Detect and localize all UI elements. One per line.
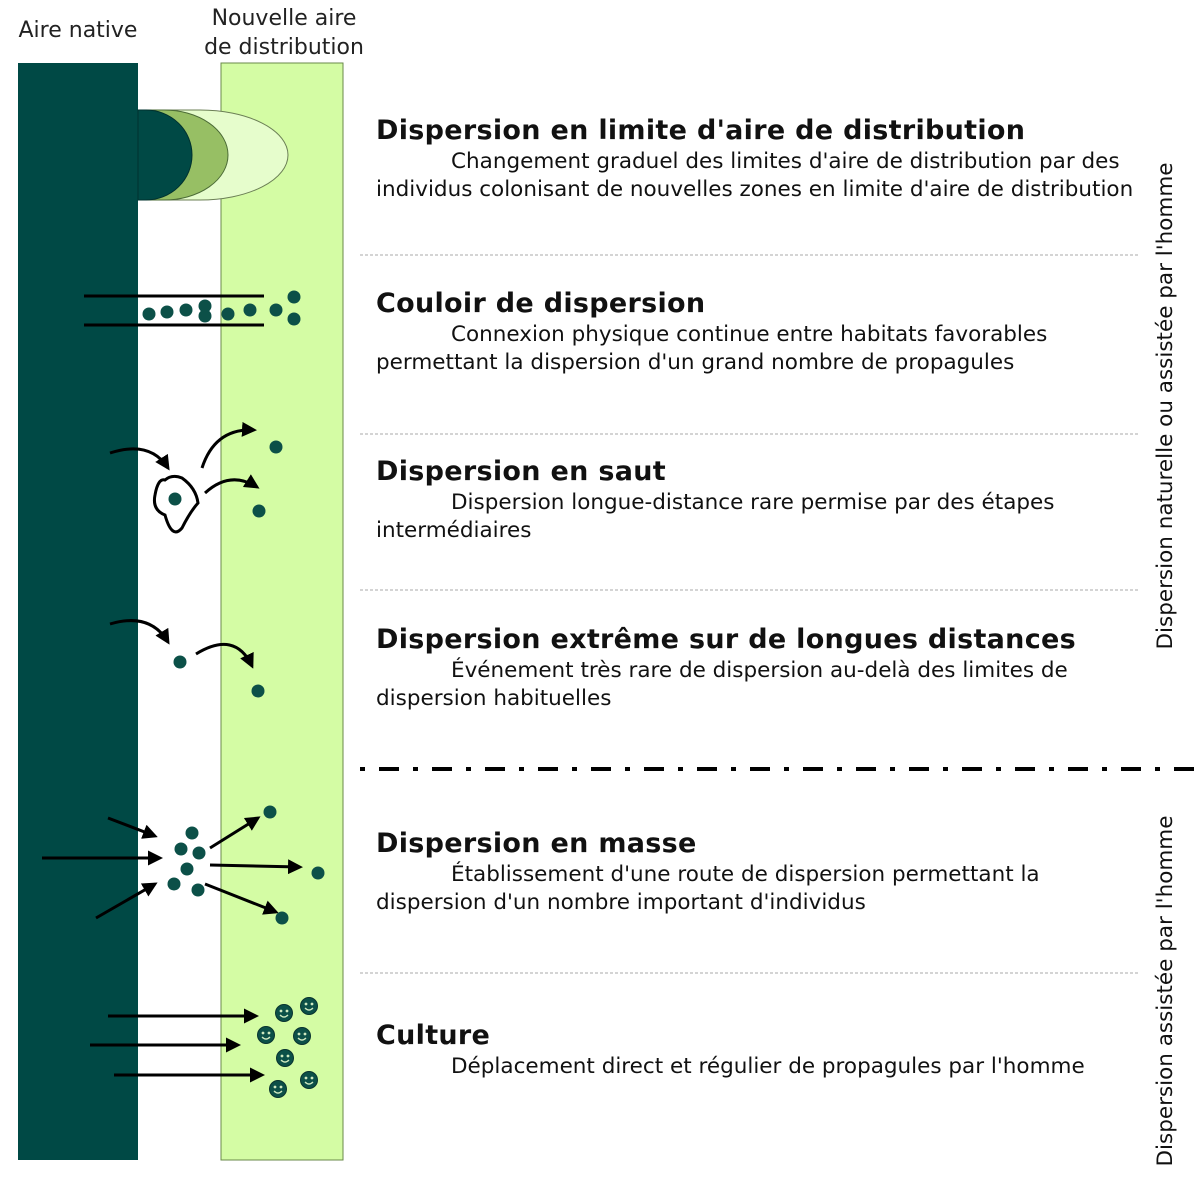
new-area-label-line1: Nouvelle aire: [211, 6, 357, 31]
smiley-propagule: [269, 1080, 287, 1098]
smiley-propagule: [257, 1026, 275, 1044]
smiley-propagule: [300, 1071, 318, 1089]
mode-description: Connexion physique continue entre habita…: [376, 322, 1048, 375]
mode-title: Dispersion en saut: [376, 456, 666, 487]
mode-mass-dispersal: Dispersion en masse Établissement d'une …: [376, 827, 1146, 916]
mode-description: Dispersion longue-distance rare permise …: [376, 490, 1055, 543]
mode-title: Dispersion extrême sur de longues distan…: [376, 624, 1076, 655]
mode-description: Changement graduel des limites d'aire de…: [376, 149, 1134, 202]
mode-description: Déplacement direct et régulier de propag…: [451, 1054, 1085, 1079]
mode-range-expansion: Dispersion en limite d'aire de distribut…: [376, 114, 1146, 203]
mode-extreme-long-distance: Dispersion extrême sur de longues distan…: [376, 623, 1146, 712]
mass-dispersal-icon: [42, 805, 325, 925]
stepping-stone-icon: [109, 421, 283, 534]
new-area-label: Nouvelle aire de distribution: [184, 4, 384, 62]
cultivated-propagules-icon: [90, 997, 318, 1098]
native-area-bar: [18, 63, 138, 1160]
mode-description: Événement très rare de dispersion au-del…: [376, 658, 1068, 711]
mode-title: Couloir de dispersion: [376, 288, 706, 319]
corridor-icon: [84, 290, 301, 327]
mode-cultivation: Culture Déplacement direct et régulier d…: [376, 1019, 1146, 1081]
human-dispersal-side-label: Dispersion assistée par l'homme: [1153, 815, 1178, 1167]
new-area-bar: [220, 62, 344, 1161]
mode-description: Établissement d'une route de dispersion …: [376, 862, 1040, 915]
smiley-propagule: [276, 1049, 294, 1067]
mode-title: Dispersion en limite d'aire de distribut…: [376, 115, 1026, 146]
mode-corridor: Couloir de dispersion Connexion physique…: [376, 287, 1146, 376]
mode-title: Dispersion en masse: [376, 828, 697, 859]
expanding-front-icon: [137, 109, 289, 201]
smiley-propagule: [275, 1004, 293, 1022]
smiley-propagule: [300, 997, 318, 1015]
smiley-propagule: [293, 1027, 311, 1045]
new-area-label-line2: de distribution: [204, 35, 364, 60]
long-distance-jump-icon: [109, 619, 265, 698]
natural-dispersal-side-label: Dispersion naturelle ou assistée par l'h…: [1153, 162, 1178, 650]
mode-jump: Dispersion en saut Dispersion longue-dis…: [376, 455, 1146, 544]
mode-title: Culture: [376, 1020, 491, 1051]
native-area-label: Aire native: [18, 18, 138, 43]
